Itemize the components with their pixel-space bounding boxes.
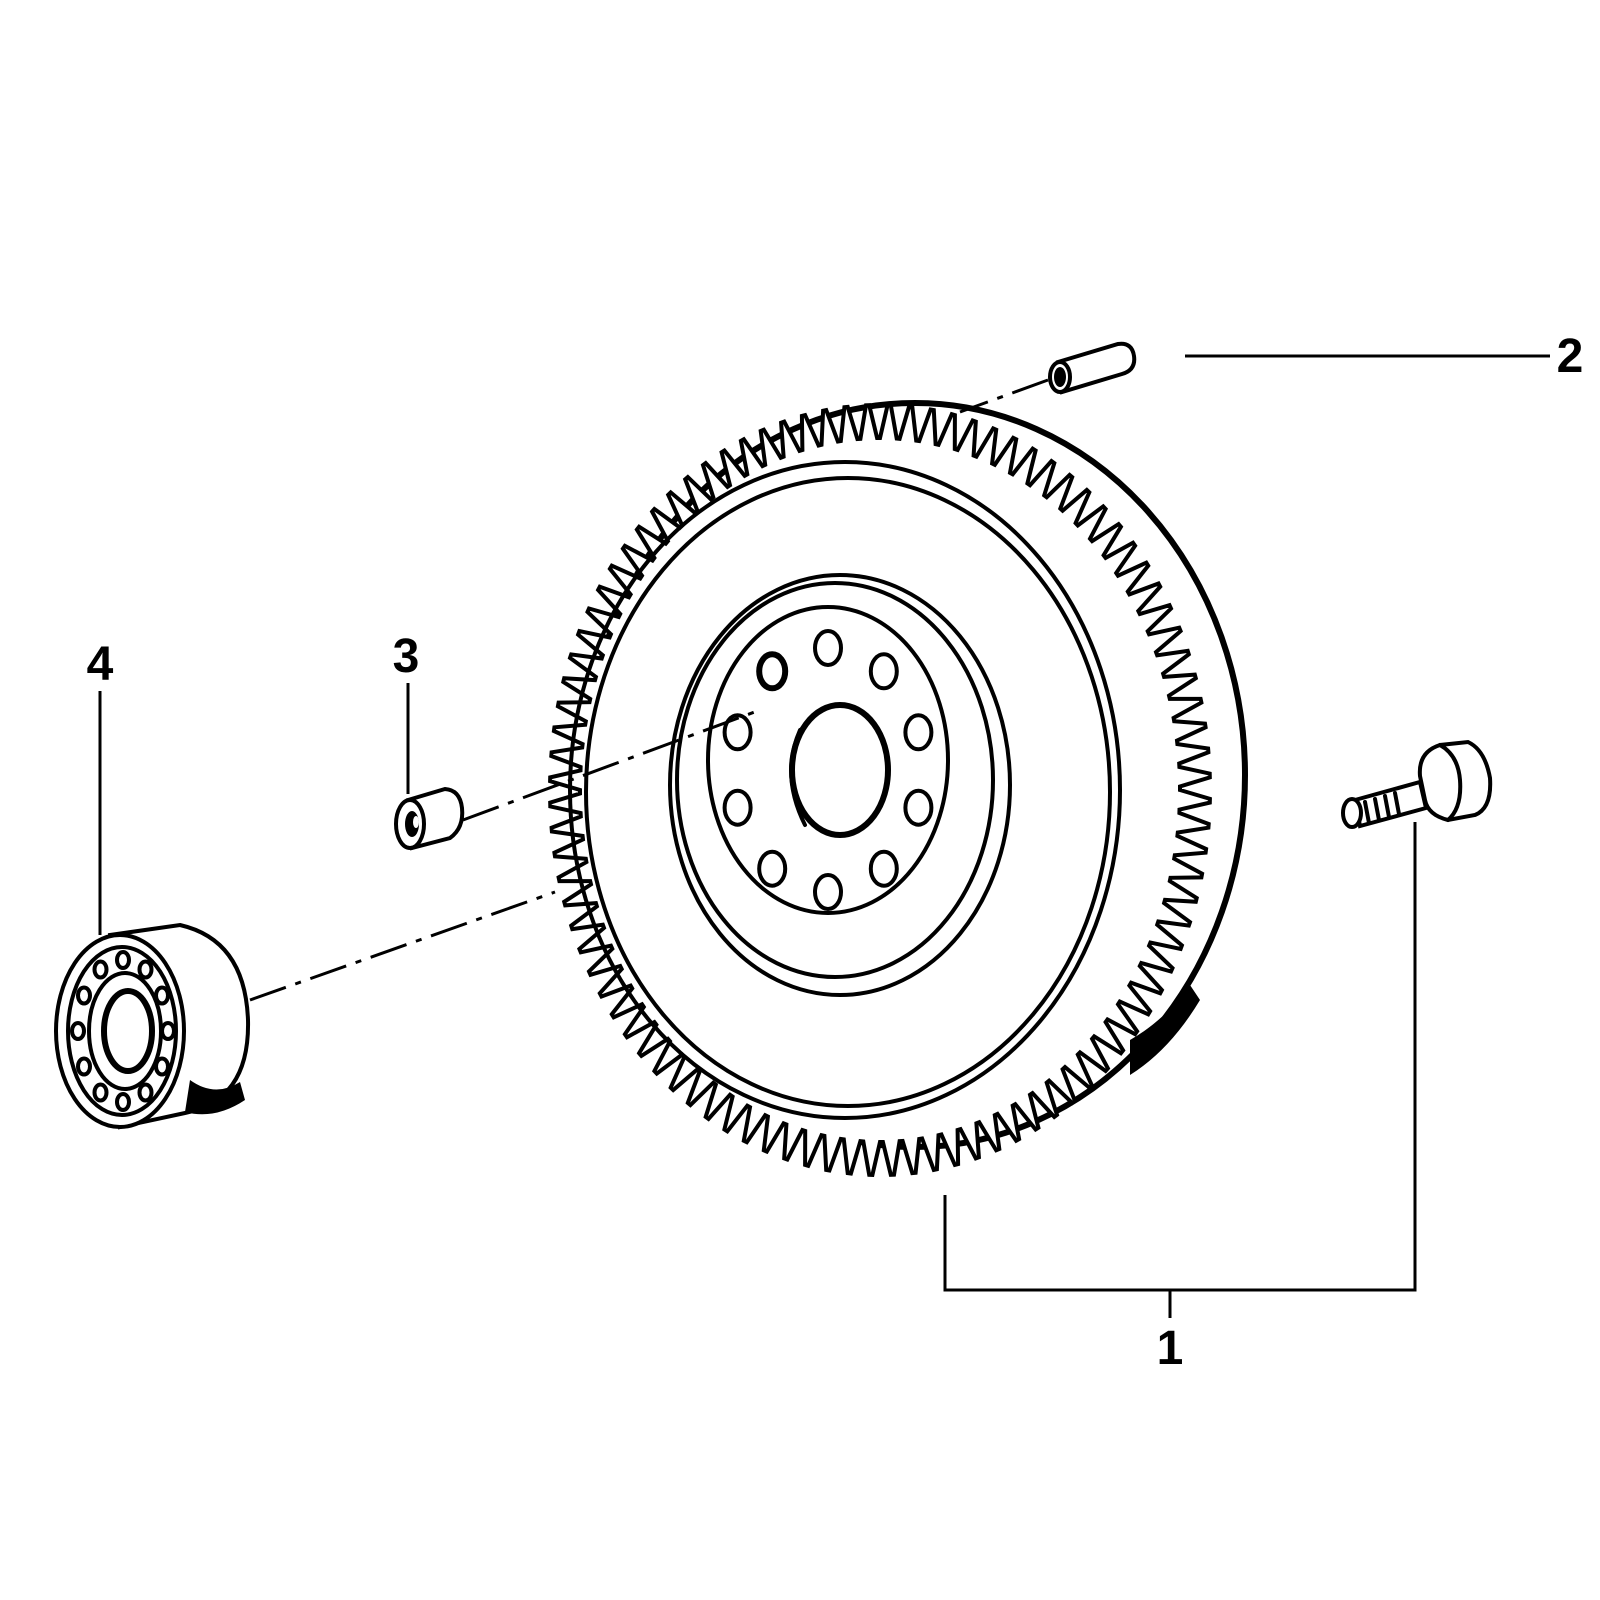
bolt-hole (813, 629, 843, 667)
bearing-ball (154, 1056, 170, 1077)
bolt-hole (868, 652, 899, 691)
callout-part-2: 2 (1557, 330, 1584, 383)
flywheel-hub-ring-inner (675, 581, 995, 979)
flywheel-back-rim-shadow (1130, 985, 1200, 1075)
flywheel-hub-ring (668, 573, 1012, 997)
flywheel-bolt-flange (706, 605, 950, 915)
bearing-ball (137, 1082, 154, 1103)
bearing-ball (154, 985, 170, 1006)
bolt-hole (868, 849, 899, 888)
bolt-hole (903, 713, 934, 752)
flywheel-bolt (1341, 739, 1493, 829)
leader-bracket-part-1 (943, 822, 1417, 1292)
center-bore-inner-wall (789, 728, 807, 827)
bearing-balls (70, 950, 176, 1112)
bolt-hole (903, 788, 934, 827)
bolt-hole (722, 788, 753, 827)
bearing-ball (115, 1092, 131, 1112)
dowel-pin-alignment-dashline (959, 378, 1049, 414)
bolt-hole-pattern (722, 629, 934, 911)
bushing-part-3 (394, 786, 465, 851)
ring-gear-teeth (548, 403, 1212, 1177)
callout-part-4: 4 (87, 638, 114, 691)
bearing-alignment-dashline (249, 890, 556, 1002)
bearing-ball (70, 1021, 86, 1041)
flywheel (548, 400, 1248, 1177)
bearing-ball (92, 1082, 109, 1103)
bearing-ball (92, 959, 109, 980)
callout-part-3: 3 (393, 630, 420, 683)
bolt-hole (757, 849, 788, 888)
bearing-ball (115, 950, 131, 970)
bearing-ball (137, 959, 154, 980)
bolt-hole (722, 713, 753, 752)
bearing-ball (76, 985, 92, 1006)
flywheel-outer-face (568, 460, 1122, 1120)
flywheel-outer-face-inner-line (584, 476, 1112, 1108)
dowel-pin-part-2 (1048, 341, 1137, 395)
bearing-ball (76, 1056, 92, 1077)
pilot-bearing-part-4 (54, 922, 251, 1130)
bushing-alignment-dashline (462, 708, 761, 822)
callout-part-1: 1 (1157, 1322, 1184, 1375)
bolt-hole (813, 873, 843, 911)
bolt-hole (756, 651, 789, 692)
